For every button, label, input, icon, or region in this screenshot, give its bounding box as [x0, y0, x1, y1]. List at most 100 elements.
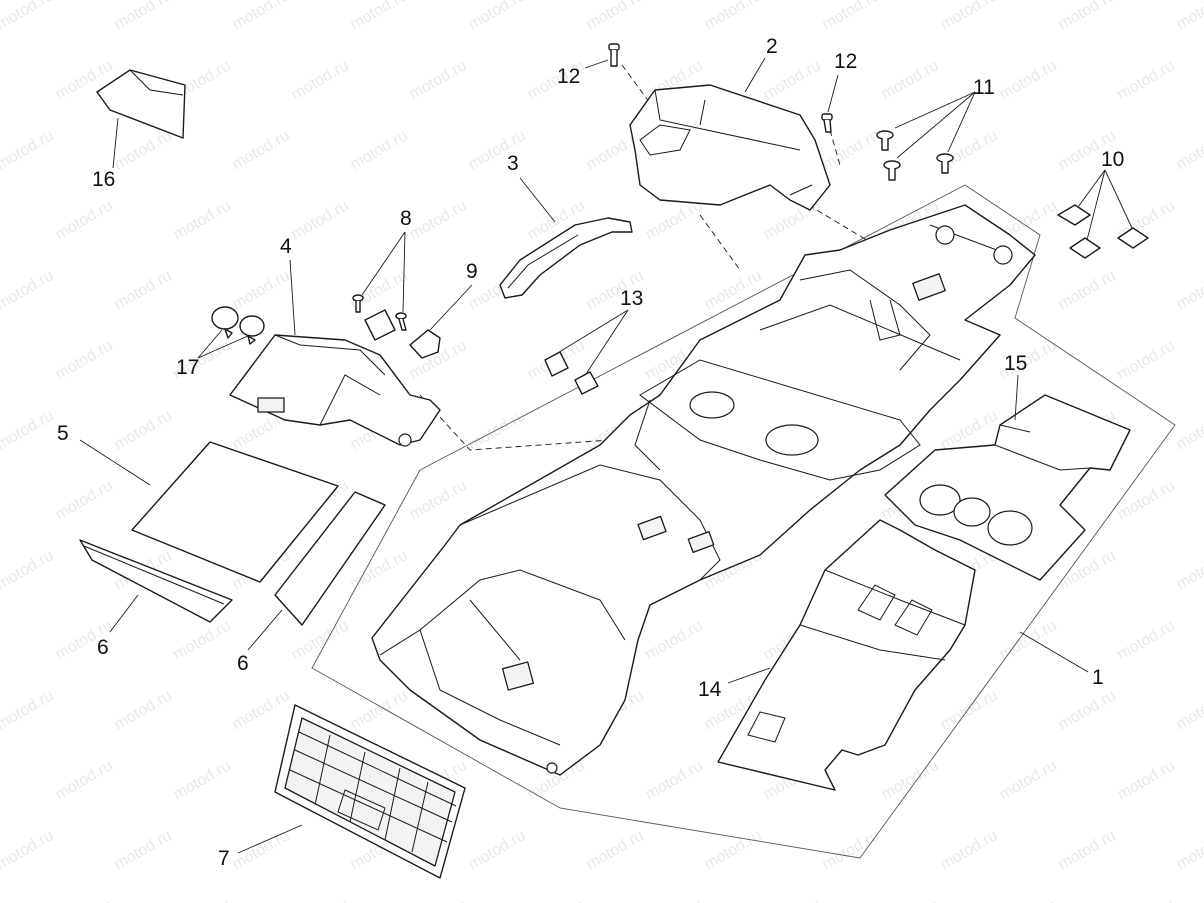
watermark-text: motod.ru: [997, 897, 1060, 903]
watermark-text: motod.ru: [1056, 0, 1119, 33]
part-2-rear-bracket: [629, 84, 831, 211]
callout-7: 7: [218, 847, 230, 870]
watermark-text: motod.ru: [289, 617, 352, 663]
part-13-clips: [544, 351, 599, 395]
watermark-text: motod.ru: [466, 127, 529, 173]
callout-15: 15: [1004, 352, 1027, 375]
watermark-text: motod.ru: [289, 57, 352, 103]
watermark-text: motod.ru: [1115, 477, 1178, 523]
callout-6-right: 6: [237, 652, 249, 675]
part-3-strap: [499, 217, 633, 299]
watermark-text: motod.ru: [289, 197, 352, 243]
watermark-text: motod.ru: [997, 57, 1060, 103]
watermark-text: motod.ru: [1115, 337, 1178, 383]
watermark-text: motod.ru: [171, 197, 234, 243]
watermark-text: motod.ru: [407, 897, 470, 903]
watermark-text: motod.ru: [1174, 127, 1204, 173]
watermark-text: motod.ru: [997, 617, 1060, 663]
watermark-text: motod.ru: [643, 757, 706, 803]
watermark-text: motod.ru: [230, 0, 293, 33]
callout-3: 3: [507, 152, 519, 175]
leader-lines: [79, 57, 1133, 854]
watermark-text: motod.ru: [1174, 407, 1204, 453]
watermark-text: motod.ru: [112, 0, 175, 33]
part-8-nut-screw: [352, 294, 407, 341]
watermark-text: motod.ru: [0, 687, 57, 733]
watermark-text: motod.ru: [53, 897, 116, 903]
part-15-plate: [884, 394, 1131, 581]
watermark-text: motod.ru: [1115, 757, 1178, 803]
part-6-pad-right: [274, 491, 386, 626]
watermark-text: motod.ru: [289, 897, 352, 903]
watermark-text: motod.ru: [0, 827, 57, 873]
watermark-text: motod.ru: [938, 827, 1001, 873]
watermark-text: motod.ru: [525, 897, 588, 903]
watermark-text: motod.ru: [1115, 617, 1178, 663]
part-4-holder: [229, 334, 441, 447]
watermark-text: motod.ru: [820, 827, 883, 873]
watermark-text: motod.ru: [53, 337, 116, 383]
watermark-text: motod.ru: [643, 897, 706, 903]
callout-12-left: 12: [557, 65, 580, 88]
watermark-text: motod.ru: [1174, 267, 1204, 313]
part-16-cover: [96, 69, 186, 139]
watermark-text: motod.ru: [1056, 827, 1119, 873]
callout-8: 8: [400, 207, 412, 230]
watermark-text: motod.ru: [702, 827, 765, 873]
watermark-text: motod.ru: [761, 57, 824, 103]
callout-9: 9: [466, 260, 478, 283]
watermark-text: motod.ru: [820, 0, 883, 33]
watermark-text: motod.ru: [1056, 547, 1119, 593]
watermark-text: motod.ru: [230, 827, 293, 873]
callout-5: 5: [57, 422, 69, 445]
watermark-text: motod.ru: [584, 0, 647, 33]
watermark-text: motod.ru: [1115, 57, 1178, 103]
watermark-text: motod.ru: [1115, 897, 1178, 903]
watermark-text: motod.ru: [0, 407, 57, 453]
watermark-text: motod.ru: [643, 197, 706, 243]
watermark-text: motod.ru: [0, 547, 57, 593]
watermark-text: motod.ru: [938, 0, 1001, 33]
watermark-text: motod.ru: [407, 57, 470, 103]
watermark-text: motod.ru: [466, 0, 529, 33]
watermark-text: motod.ru: [348, 0, 411, 33]
callout-11: 11: [973, 76, 995, 99]
watermark-text: motod.ru: [112, 267, 175, 313]
callout-16: 16: [92, 168, 115, 191]
watermark-text: motod.ru: [230, 267, 293, 313]
watermark-text: motod.ru: [112, 127, 175, 173]
part-1-rear-undertray: [371, 204, 1036, 776]
watermark-text: motod.ru: [348, 687, 411, 733]
watermark-text: motod.ru: [0, 127, 57, 173]
watermark-text: motod.ru: [879, 57, 942, 103]
watermark-text: motod.ru: [112, 687, 175, 733]
watermark-text: motod.ru: [702, 0, 765, 33]
watermark-text: motod.ru: [466, 827, 529, 873]
watermark-text: motod.ru: [997, 757, 1060, 803]
part-9-clip: [409, 329, 441, 359]
watermark-text: motod.ru: [1174, 687, 1204, 733]
callout-13: 13: [620, 287, 643, 310]
callout-10: 10: [1101, 148, 1124, 171]
watermark-text: motod.ru: [112, 407, 175, 453]
watermark-text: motod.ru: [643, 617, 706, 663]
watermark-text: motod.ru: [171, 617, 234, 663]
callout-12-right: 12: [834, 50, 857, 73]
part-10-clips: [1057, 204, 1149, 259]
part-7-grille: [274, 704, 466, 879]
part-6-pad-left: [79, 539, 233, 623]
watermark-text: motod.ru: [879, 897, 942, 903]
watermark-text: motod.ru: [1174, 547, 1204, 593]
watermark-text: motod.ru: [230, 127, 293, 173]
callout-17: 17: [176, 356, 199, 379]
watermark-text: motod.ru: [0, 0, 57, 33]
watermark-text: motod.ru: [112, 827, 175, 873]
watermark-text: motod.ru: [53, 197, 116, 243]
watermark-text: motod.ru: [53, 477, 116, 523]
watermark-text: motod.ru: [407, 197, 470, 243]
part-12-screws: [608, 43, 833, 133]
watermark-text: motod.ru: [879, 757, 942, 803]
watermark-text: motod.ru: [584, 827, 647, 873]
callout-2: 2: [766, 35, 778, 58]
